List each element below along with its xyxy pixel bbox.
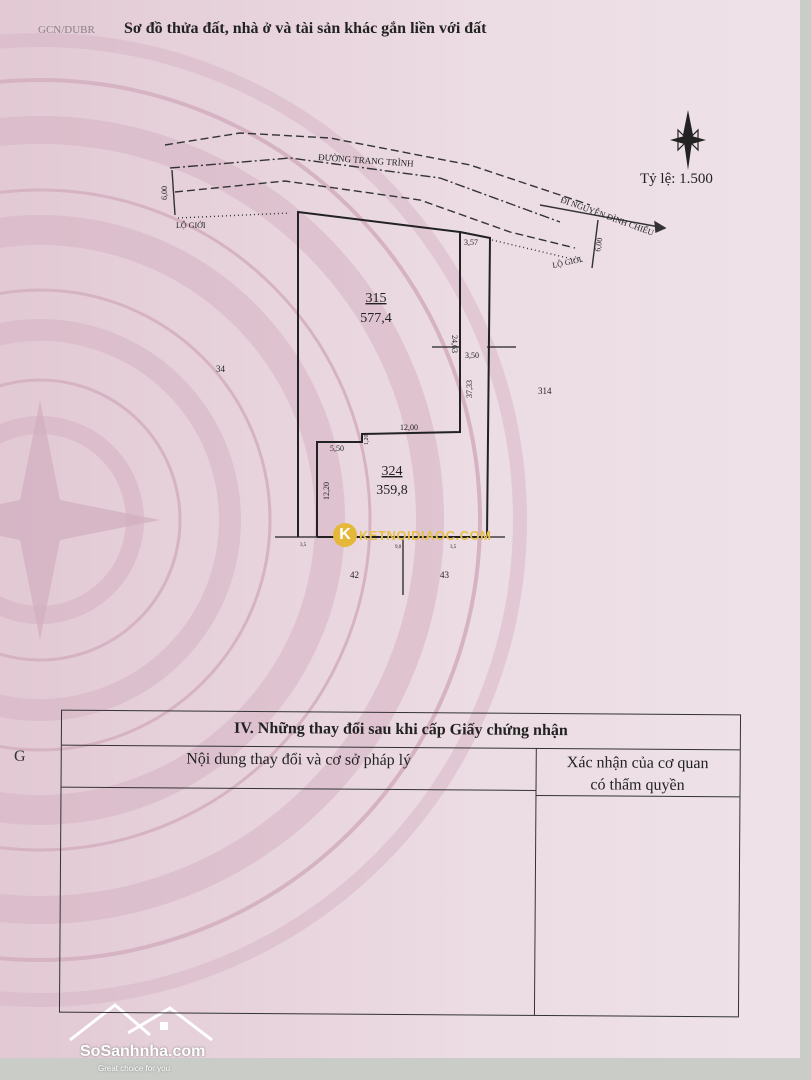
- dimension-label: 1,20: [364, 435, 370, 446]
- dimension-label: 3,5: [450, 545, 457, 550]
- parcel-outlines: [275, 210, 516, 595]
- dimension-label: 37,33: [465, 380, 474, 398]
- branch-arrow: [539, 204, 666, 229]
- dimension-label: 3,50: [465, 351, 479, 360]
- compass-icon: [670, 110, 706, 170]
- setback-label-left: LỘ GIỚI: [176, 220, 206, 230]
- signature-fragment: G: [14, 748, 26, 765]
- brand-name: SoSanhnha.com: [80, 1043, 206, 1060]
- authority-confirmation-column: Xác nhận của cơ quan có thẩm quyền: [534, 747, 740, 1016]
- dimension-label: 9,0: [395, 545, 402, 550]
- road-edge-bottom: [174, 180, 576, 249]
- changes-content-header: Nội dung thay đổi và cơ sở pháp lý: [61, 744, 536, 791]
- dimension-label: 3,5: [300, 543, 307, 548]
- setback-width-left: 6,00: [160, 186, 169, 200]
- authority-confirmation-header: Xác nhận của cơ quan có thẩm quyền: [535, 747, 740, 798]
- neighbor-parcel: 34: [216, 364, 226, 374]
- watermark-logo-icon: K: [333, 523, 357, 547]
- dimension-label: 3,57: [464, 238, 478, 247]
- center-watermark: K KETNOIDIAOC.COM: [333, 522, 491, 548]
- setback-arrow-right: [591, 219, 599, 269]
- dimension-label: 5,50: [330, 444, 344, 453]
- neighbor-parcel: 314: [538, 386, 552, 396]
- dimension-label: 12,00: [400, 423, 418, 432]
- dimension-label: 24,63: [450, 335, 459, 353]
- page-title: Sơ đồ thửa đất, nhà ở và tài sản khác gắ…: [124, 20, 487, 37]
- parcel-number: 324: [382, 464, 403, 479]
- road-centerline: [169, 157, 561, 223]
- header-prefix: GCN/DUBR: [38, 24, 95, 36]
- changes-table: IV. Những thay đổi sau khi cấp Giấy chứn…: [58, 709, 742, 1018]
- road-edge-top: [164, 132, 591, 206]
- setback-arrow-left: [171, 169, 176, 216]
- confirm-header-line1: Xác nhận của cơ quan: [566, 754, 709, 773]
- parcel-number: 315: [366, 291, 387, 306]
- neighbor-parcel: 42: [350, 570, 359, 580]
- brand-logo-icon: [69, 1003, 213, 1042]
- parcel-area: 359,8: [376, 483, 408, 498]
- roads: [164, 132, 667, 269]
- watermark-text: KETNOIDIAOC.COM: [359, 527, 492, 543]
- setback-line-left: [177, 212, 291, 219]
- changes-content-column: Nội dung thay đổi và cơ sở pháp lý: [59, 744, 537, 1015]
- drum-pattern: [0, 33, 527, 1007]
- dimension-label: 12,20: [322, 482, 331, 500]
- table-surface-bottom: [0, 1058, 811, 1080]
- brand-tagline: Great choice for you: [98, 1064, 171, 1073]
- confirm-header-line2: có thẩm quyền: [590, 776, 685, 794]
- parcel-315-outline: [297, 210, 461, 537]
- map-scale: Tỷ lệ: 1.500: [640, 171, 713, 187]
- parcel-area: 577,4: [360, 311, 392, 326]
- table-surface: [800, 0, 811, 1080]
- neighbor-parcel: 43: [440, 570, 450, 580]
- setback-width-right: 6,00: [593, 237, 604, 252]
